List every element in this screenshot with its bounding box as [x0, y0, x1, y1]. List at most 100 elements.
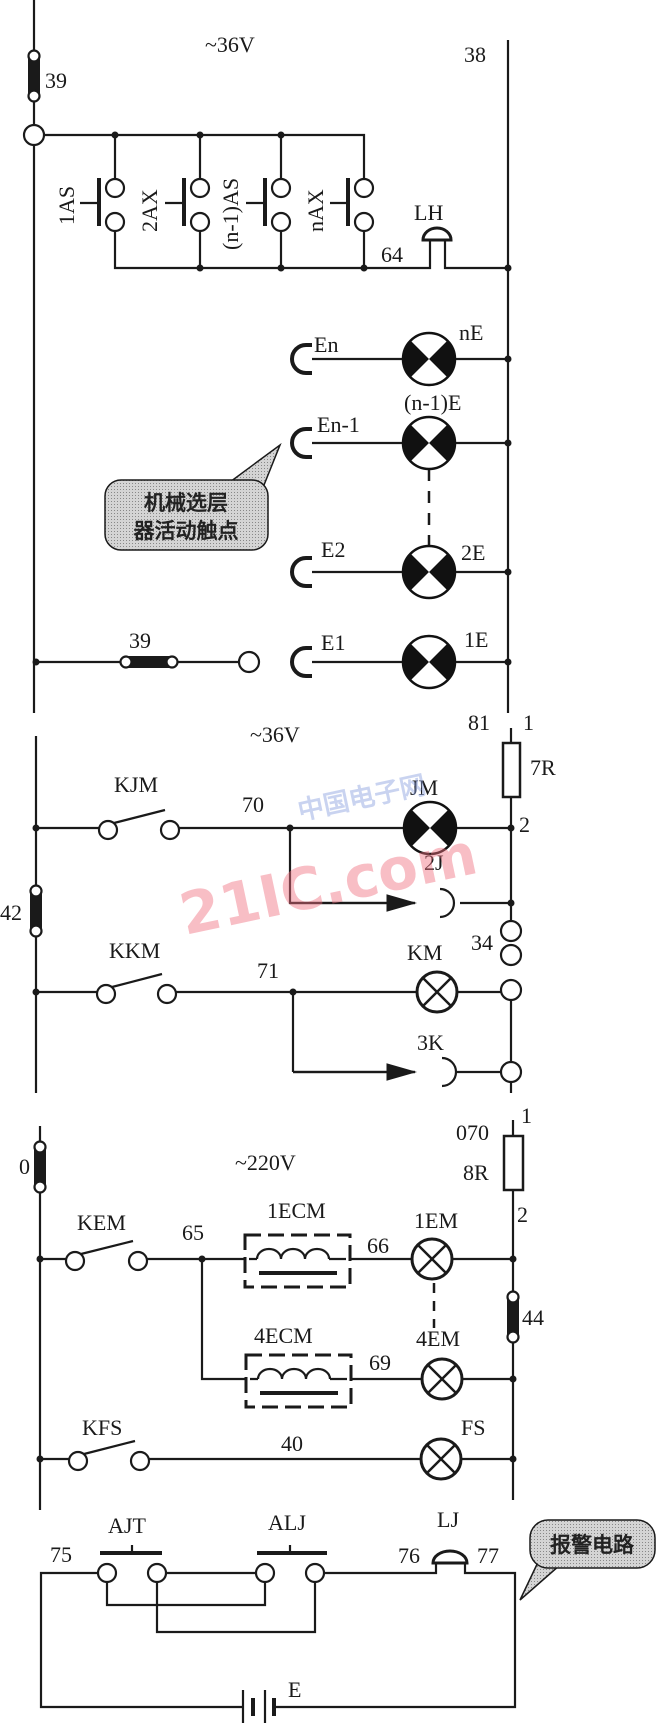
switch-kkm	[95, 972, 178, 1005]
button-label: ALJ	[268, 1510, 306, 1535]
terminal	[499, 919, 523, 943]
contact-label: 3K	[417, 1030, 444, 1055]
node-label: 81	[468, 710, 490, 735]
coil-1ecm-icon	[243, 1233, 352, 1289]
pin-label: 2	[517, 1202, 528, 1227]
fuse-42	[28, 884, 44, 938]
contact-label: E1	[321, 630, 345, 655]
lamp-label: nE	[459, 320, 483, 345]
callout-alarm-circuit: 报警电路	[519, 1519, 656, 1601]
push-buttons	[80, 177, 375, 233]
lamp-label: 4EM	[416, 1326, 460, 1351]
fuse-label: 39	[45, 68, 67, 93]
lamp-label: JM	[410, 775, 438, 800]
pin-label: 2	[519, 812, 530, 837]
section-220v-emergency: 0 ~220V 070 1 8R 2 44 KEM 65 1ECM 66 1EM…	[19, 1103, 544, 1510]
coil-label: 1ECM	[267, 1198, 326, 1223]
fuse-44	[505, 1290, 521, 1344]
node-label: 70	[242, 792, 264, 817]
switch-kfs	[67, 1439, 151, 1472]
selector-contact-icon	[290, 343, 314, 375]
selector-contact-icon	[290, 556, 314, 588]
contact-2j-icon	[439, 887, 456, 919]
node-label: 69	[369, 1350, 391, 1375]
fuse-0	[32, 1140, 48, 1194]
fuse-label: 7R	[530, 755, 556, 780]
fuse-label: 42	[0, 900, 22, 925]
node-label: 75	[50, 1542, 72, 1567]
button-bus	[44, 133, 508, 270]
terminal	[22, 123, 46, 147]
callout-selector-contacts: 机械选层 器活动触点	[104, 442, 282, 551]
fuse-label: 0	[19, 1154, 30, 1179]
voltage-label: ~36V	[250, 722, 300, 747]
fuse-label: 44	[522, 1305, 544, 1330]
node-label: 77	[477, 1543, 499, 1568]
voltage-label: ~220V	[235, 1150, 296, 1175]
lamp-icon	[401, 544, 457, 600]
section-36v-signal-lamps: 42 ~36V 81 1 7R 2 KJM 70 JM 2J 34 KKM 71…	[0, 710, 556, 1093]
svg-text:21IC.com: 21IC.com	[174, 819, 483, 948]
lamp-label: 1EM	[414, 1208, 458, 1233]
button-label-2ax: 2AX	[137, 189, 162, 232]
lamp-label: (n-1)E	[404, 390, 461, 415]
button-ajt	[96, 1545, 168, 1584]
alarm-circuit: 75 AJT ALJ LJ 76 77 E 报警电路	[39, 1507, 656, 1723]
lamp-icon	[401, 634, 457, 690]
switch-label: KFS	[82, 1415, 122, 1440]
selector-contact-icon	[290, 646, 314, 678]
contact-label: En-1	[317, 412, 360, 437]
node-label: 66	[367, 1233, 389, 1258]
kem-row-wires	[40, 1257, 513, 1381]
lamp-1em-icon	[410, 1237, 454, 1281]
terminal	[499, 978, 523, 1002]
fuse-39-horizontal	[119, 655, 179, 669]
lamp-wires	[312, 357, 508, 664]
coil-4ecm-icon	[244, 1353, 353, 1409]
contact-3k-icon	[441, 1056, 458, 1088]
voltage-label: ~36V	[205, 32, 255, 57]
terminal	[499, 1060, 523, 1084]
contact-label: E2	[321, 537, 345, 562]
contact-label: 2J	[424, 850, 444, 875]
bell-label: LJ	[437, 1507, 459, 1532]
switch-label: KJM	[114, 772, 158, 797]
fuse-label: 39	[129, 628, 151, 653]
fuse-label: 8R	[463, 1160, 489, 1185]
switch-kem	[64, 1239, 149, 1272]
switch-kjm	[97, 808, 181, 841]
button-label: AJT	[108, 1513, 146, 1538]
lamp-km-icon	[415, 970, 459, 1014]
alarm-cross-wires	[105, 1582, 317, 1634]
fuse-7r-icon	[501, 741, 522, 799]
lamp-label: 1E	[464, 627, 488, 652]
lamp-label: KM	[407, 940, 442, 965]
rail-label: 38	[464, 42, 486, 67]
alarm-loop-wires	[39, 1562, 517, 1709]
battery-label: E	[288, 1677, 301, 1702]
bell-lj-icon	[431, 1549, 469, 1565]
pin-label: 1	[523, 710, 534, 735]
lamp-fs-icon	[419, 1437, 463, 1481]
bell-lh-icon	[421, 226, 453, 270]
battery-icon	[241, 1690, 276, 1723]
node-label: 070	[456, 1120, 489, 1145]
node-label: 64	[381, 242, 403, 267]
selector-contact-icon	[290, 427, 314, 459]
switch-label: KKM	[109, 938, 160, 963]
lamp-icon	[401, 415, 457, 471]
button-label-1as: 1AS	[54, 186, 79, 225]
button-label-nax: nAX	[303, 189, 328, 232]
button-label-n-1as: (n-1)AS	[218, 178, 243, 250]
lamp-label: 2E	[461, 540, 485, 565]
coil-label: 4ECM	[254, 1323, 313, 1348]
lamp-icon	[401, 331, 457, 387]
lamp-label: FS	[461, 1415, 485, 1440]
fuse-8r-icon	[502, 1134, 525, 1192]
svg-text:机械选层: 机械选层	[144, 491, 228, 515]
section-36v-floor-indicator: 39 ~36V 38 1AS 2AX (n-1)AS nAX LH 64	[22, 0, 512, 713]
switch-label: KEM	[77, 1210, 126, 1235]
node-label: 40	[281, 1431, 303, 1456]
lamp-4em-icon	[420, 1357, 464, 1401]
